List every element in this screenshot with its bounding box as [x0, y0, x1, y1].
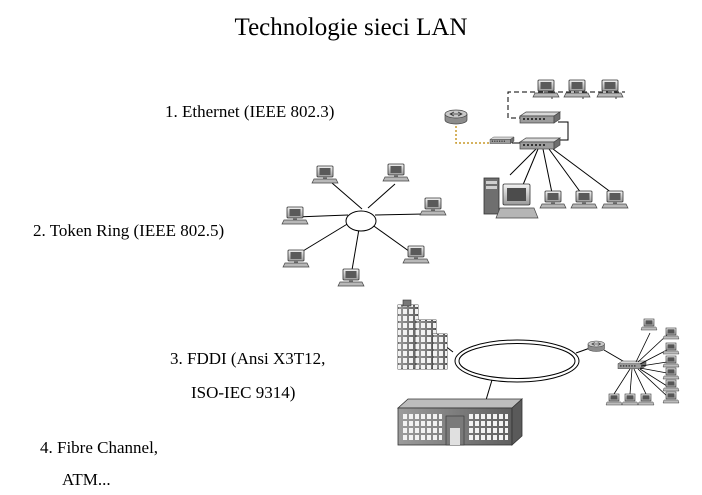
token-ring-diagram	[281, 163, 447, 287]
hub-icon	[489, 136, 515, 144]
item-fddi-label-line2: ISO-IEC 9314)	[191, 383, 296, 402]
workstation-icon	[662, 367, 680, 380]
router-icon	[444, 109, 468, 125]
workstation-icon	[605, 393, 623, 406]
office-building-icon	[396, 398, 524, 446]
workstation-icon	[539, 190, 567, 209]
workstation-icon	[601, 190, 629, 209]
workstation-icon	[662, 379, 680, 392]
server-icon	[483, 177, 539, 219]
item-fibre-channel-label: 4. Fibre Channel,	[40, 438, 159, 457]
workstation-icon	[570, 190, 598, 209]
workstation-icon	[311, 165, 339, 184]
workstation-icon	[563, 79, 591, 98]
router-icon	[587, 340, 605, 352]
workstation-icon	[402, 245, 430, 264]
workstation-icon	[282, 249, 310, 268]
workstation-icon	[662, 355, 680, 368]
workstation-icon	[662, 327, 680, 340]
item-token-ring-label: 2. Token Ring (IEEE 802.5)	[33, 221, 225, 240]
workstation-icon	[621, 393, 639, 406]
workstation-icon	[662, 391, 680, 404]
workstation-icon	[662, 342, 680, 355]
item-atm-label: ATM...	[62, 470, 111, 489]
office-tower-icon	[397, 299, 448, 370]
ethernet-diagram	[444, 79, 629, 219]
switch-icon	[519, 137, 561, 150]
fddi-diagram	[396, 299, 680, 446]
page-title: Technologie sieci LAN	[234, 14, 468, 41]
workstation-icon	[596, 79, 624, 98]
workstation-icon	[382, 163, 410, 182]
workstation-icon	[640, 318, 658, 331]
item-fddi-label-line1: 3. FDDI (Ansi X3T12,	[170, 349, 326, 368]
workstation-icon	[532, 79, 560, 98]
workstation-icon	[637, 393, 655, 406]
workstation-icon	[281, 206, 309, 225]
item-ethernet-label: 1. Ethernet (IEEE 802.3)	[165, 102, 335, 121]
hub-icon	[519, 111, 561, 124]
workstation-icon	[337, 268, 365, 287]
switch-icon	[617, 360, 647, 370]
workstation-icon	[419, 197, 447, 216]
